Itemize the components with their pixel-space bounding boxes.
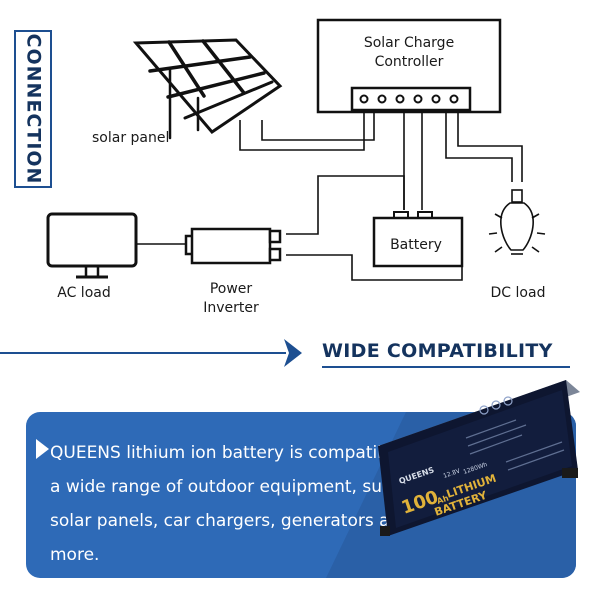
monitor-icon	[46, 212, 138, 279]
connection-tab: CONNECTION	[14, 30, 52, 188]
connection-diagram: Solar Charge Controller Battery Power In…	[46, 18, 546, 316]
ac-load-label: AC load	[57, 285, 110, 301]
compatibility-title: WIDE COMPATIBILITY	[322, 340, 553, 362]
wiring	[136, 110, 523, 281]
battery-unit: Ah	[436, 493, 450, 505]
chevron-right-icon	[284, 339, 302, 367]
battery-icon	[372, 211, 464, 268]
charge-controller	[316, 18, 502, 114]
caret-right-icon	[36, 439, 49, 459]
battery-label: Battery	[390, 237, 442, 253]
power-inverter-icon	[184, 227, 282, 265]
controller-label-line1: Solar Charge	[364, 35, 454, 51]
solar-panel-icon	[132, 38, 283, 140]
light-bulb-icon	[488, 189, 546, 255]
title-underline	[322, 366, 570, 368]
inverter-label-line1: Power	[210, 281, 253, 297]
dc-load-label: DC load	[491, 285, 546, 301]
compatibility-description: QUEENS lithium ion battery is compatible…	[50, 443, 445, 565]
inverter-label-line2: Inverter	[203, 300, 259, 316]
solar-panel-label: solar panel	[92, 130, 169, 146]
lithium-battery-product: QUEENS 100 Ah LITHIUM BATTERY 12.8V 1280…	[378, 380, 580, 536]
controller-label-line2: Controller	[375, 54, 444, 70]
section-divider	[0, 352, 286, 354]
